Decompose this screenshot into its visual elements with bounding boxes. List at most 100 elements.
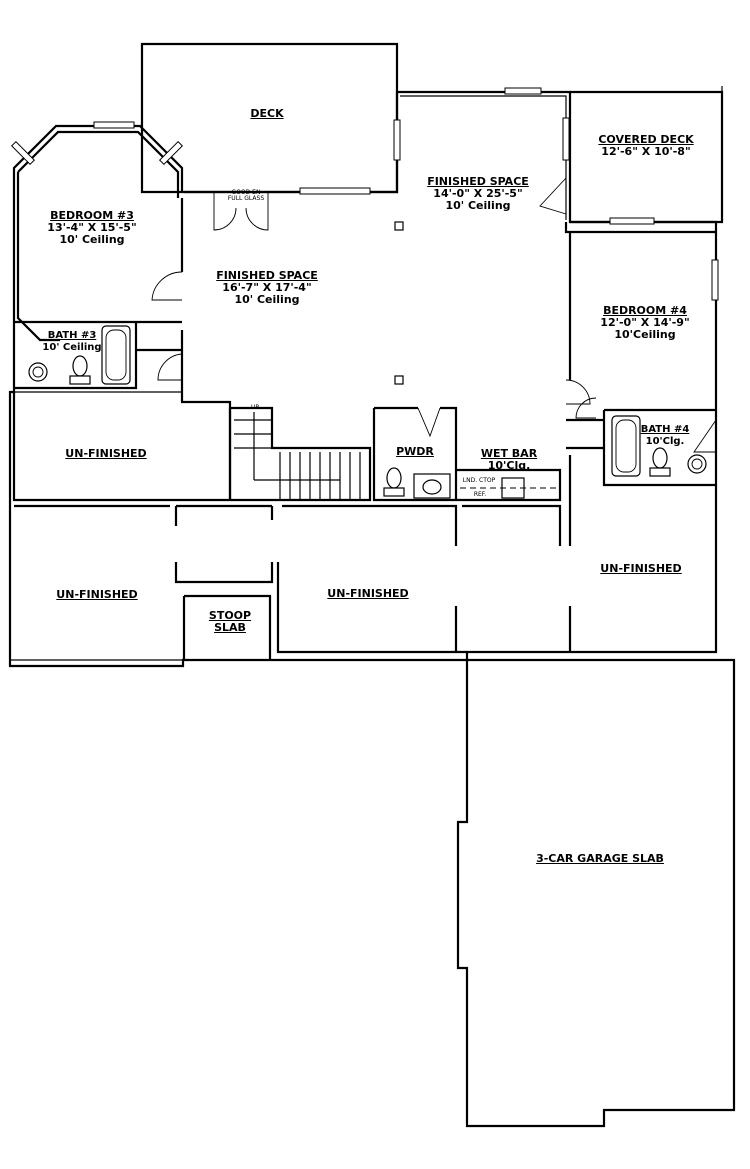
- stair-up-text: UP: [250, 404, 260, 411]
- unfinished-walls: [12, 392, 572, 660]
- room-name: UN-FINISHED: [65, 447, 147, 460]
- sink-bowl: [32, 366, 44, 378]
- bedroom3-wall: [16, 130, 180, 342]
- door-swing: [151, 271, 183, 301]
- window: [299, 187, 371, 195]
- wet-bar-label: WET BAR 10'Clg.: [481, 448, 537, 472]
- room-name: STOOP: [208, 609, 252, 622]
- garage-slab-outline: [456, 658, 736, 1128]
- window: [393, 119, 401, 161]
- column: [394, 375, 404, 385]
- bedroom3-label: BEDROOM #3 13'-4" X 15'-5" 10' Ceiling: [47, 210, 136, 246]
- room-name: COVERED DECK: [598, 133, 694, 146]
- room-name: FINISHED SPACE: [427, 175, 529, 188]
- column: [394, 221, 404, 231]
- pwdr-wall: [372, 406, 562, 502]
- toilet-tank: [69, 375, 91, 385]
- door-swing: [565, 379, 591, 405]
- deck-label: DECK: [250, 108, 283, 120]
- finished-space-right-label: FINISHED SPACE 14'-0" X 25'-5" 10' Ceili…: [427, 176, 529, 212]
- room-ceiling: 10'Ceiling: [614, 328, 676, 341]
- room-name-line2: SLAB: [214, 621, 246, 634]
- bath3-door-swing: [157, 353, 183, 381]
- covered-deck-label: COVERED DECK 12'-6" X 10'-8": [598, 134, 693, 158]
- room-name: UN-FINISHED: [327, 587, 409, 600]
- sink: [28, 362, 48, 382]
- stoop-slab-label: STOOP SLAB: [209, 610, 251, 634]
- sink-bowl: [691, 458, 703, 470]
- bathtub: [101, 325, 131, 385]
- room-name: DECK: [250, 107, 284, 120]
- window: [158, 140, 184, 166]
- fridge-text: REF.: [473, 491, 487, 498]
- bathtub: [611, 415, 641, 477]
- room-ceiling: 10' Ceiling: [445, 199, 511, 212]
- door-swing: [693, 419, 717, 453]
- window: [10, 140, 36, 166]
- room-name: 3-CAR GARAGE SLAB: [536, 852, 664, 865]
- unfinished-center-label: UN-FINISHED: [327, 588, 408, 600]
- room-dims: 13'-4" X 15'-5": [47, 221, 137, 234]
- unfinished-right-label: UN-FINISHED: [600, 563, 681, 575]
- toilet-tank: [649, 467, 671, 477]
- door-swing: [539, 177, 567, 215]
- unfinished-left-lower-label: UN-FINISHED: [56, 589, 137, 601]
- bath3-wall: [14, 320, 182, 390]
- room-ceiling: 10'Clg.: [487, 459, 531, 472]
- house-outer-wall: [8, 90, 718, 668]
- room-name: BEDROOM #4: [603, 304, 687, 317]
- room-name: BATH #3: [47, 330, 97, 341]
- bath3-label: BATH #3 10' Ceiling: [42, 330, 101, 354]
- laundry-counter-text: LND. CTOP: [462, 477, 496, 484]
- room-dims: 12'-0" X 14'-9": [600, 316, 690, 329]
- room-name: BATH #4: [640, 424, 690, 435]
- room-name: WET BAR: [480, 447, 538, 460]
- room-name: BEDROOM #3: [50, 209, 134, 222]
- toilet-tank: [383, 487, 405, 497]
- house-outer-line: [10, 95, 567, 661]
- room-ceiling: 10' Ceiling: [234, 293, 300, 306]
- room-ceiling: 10' Ceiling: [59, 233, 125, 246]
- door-note: GOOD EN FULL GLASS: [228, 190, 264, 202]
- stair-up-note: UP: [251, 405, 259, 411]
- door-note-line1: GOOD EN: [231, 189, 261, 196]
- deck-doors: [213, 192, 269, 231]
- pwdr-label: PWDR: [396, 446, 434, 458]
- toilet-bowl: [386, 467, 402, 489]
- bath4-label: BATH #4 10'Clg.: [641, 424, 690, 448]
- door-swing: [417, 407, 441, 438]
- door-note-line2: FULL GLASS: [227, 195, 265, 202]
- unfinished-left-upper-label: UN-FINISHED: [65, 448, 146, 460]
- room-name: FINISHED SPACE: [216, 269, 318, 282]
- room-dims: 14'-0" X 25'-5": [433, 187, 523, 200]
- door-swing: [575, 397, 597, 419]
- bath4-wall: [566, 410, 716, 487]
- room-dims: 16'-7" X 17'-4": [222, 281, 312, 294]
- stairs: [234, 412, 361, 500]
- room-name: UN-FINISHED: [600, 562, 682, 575]
- room-ceiling: 10' Ceiling: [42, 342, 102, 353]
- sink: [422, 479, 442, 495]
- stair-wall: [228, 406, 372, 502]
- center-room-wall: [180, 198, 232, 500]
- room-name: PWDR: [396, 445, 434, 458]
- laundry-counter-note: LND. CTOP: [463, 478, 495, 484]
- finished-space-center-label: FINISHED SPACE 16'-7" X 17'-4" 10' Ceili…: [216, 270, 318, 306]
- fridge-note: REF.: [474, 492, 486, 498]
- room-ceiling: 10'Clg.: [645, 436, 685, 447]
- toilet-bowl: [72, 355, 88, 377]
- toilet-bowl: [652, 447, 668, 469]
- room-dims: 12'-6" X 10'-8": [601, 145, 691, 158]
- window: [93, 121, 135, 129]
- window: [609, 217, 655, 225]
- window: [562, 117, 570, 161]
- bathtub-inner: [105, 329, 127, 381]
- garage-label: 3-CAR GARAGE SLAB: [536, 853, 664, 865]
- bedroom4-label: BEDROOM #4 12'-0" X 14'-9" 10'Ceiling: [600, 305, 689, 341]
- window: [711, 259, 719, 301]
- window: [504, 87, 542, 95]
- sink: [687, 454, 707, 474]
- pwdr-vanity: [413, 473, 451, 499]
- bedroom4-wall: [564, 222, 716, 412]
